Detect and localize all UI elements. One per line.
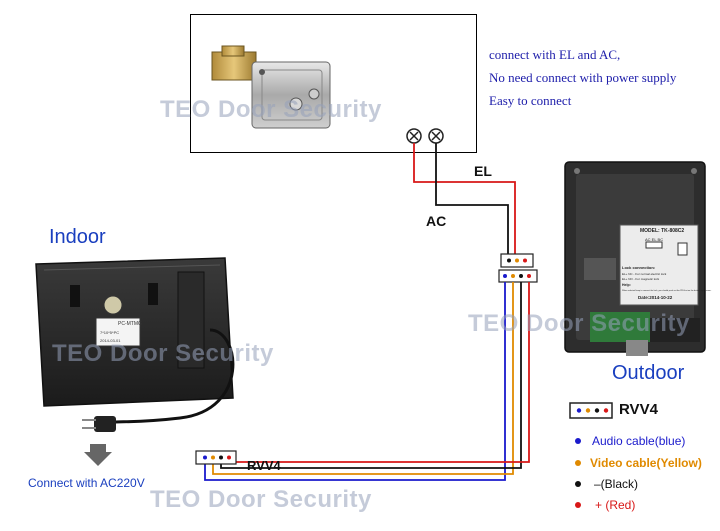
lock-note-1: connect with EL and AC, — [489, 47, 621, 62]
outdoor-plate-help-line: When selected keep to connect the lock, … — [622, 289, 712, 292]
bottom-connector — [195, 450, 237, 465]
legend-dot-black — [575, 481, 581, 487]
middle-connector — [498, 253, 538, 283]
outdoor-plate-lock-title: Lock connection: — [622, 265, 655, 270]
outdoor-plate-date: Date:2014-10-22 — [638, 295, 673, 300]
lock-wires — [413, 143, 516, 254]
arrow-down-icon — [84, 444, 112, 466]
legend-dot-red — [575, 502, 581, 508]
watermark-right: TEO Door Security — [468, 310, 690, 337]
lock-note-3: Easy to connect — [489, 93, 572, 108]
watermark-left: TEO Door Security — [52, 340, 274, 367]
lock-note-2: No need connect with power supply — [489, 70, 677, 85]
legend-title: RVV4 — [619, 401, 658, 418]
lock-panel — [190, 14, 477, 153]
indoor-monitor — [35, 257, 235, 432]
legend-item-red: + (Red) — [595, 498, 636, 512]
legend-dot-blue — [575, 438, 581, 444]
lock-terminal-screws — [406, 128, 444, 144]
outdoor-plate-model: MODEL: TK-808C2 — [640, 228, 684, 234]
rvv4-legend-connector-icon — [569, 402, 613, 419]
outdoor-plate-terminals: AC EL BC — [645, 237, 663, 242]
outdoor-plate-lock-line2: EL+ NO - For magnetic lock — [622, 277, 660, 281]
legend-item-audio: Audio cable(blue) — [592, 434, 686, 448]
watermark-bottom: TEO Door Security — [150, 486, 372, 513]
ac-label: AC — [426, 213, 447, 229]
legend-dot-yellow — [575, 460, 581, 466]
outdoor-plate-help: Help: — [622, 283, 631, 287]
indoor-label: Indoor — [49, 226, 106, 248]
legend-item-video: Video cable(Yellow) — [590, 456, 702, 470]
indoor-plate-line3: 2014-03-01 — [100, 338, 121, 343]
watermark-top: TEO Door Security — [160, 96, 382, 123]
outdoor-label: Outdoor — [612, 362, 685, 384]
indoor-plate-model: PC-MTMG — [118, 321, 142, 327]
indoor-plate-line2: 7*10*5*PC — [100, 330, 119, 335]
rvv4-bottom-label: RVV4 — [247, 458, 281, 473]
legend-dots — [575, 438, 581, 508]
outdoor-plate-lock-line1: EL+ NC - For normal electric lock — [622, 272, 667, 276]
outdoor-unit — [564, 161, 706, 356]
electric-lock — [211, 45, 331, 129]
legend-item-black: –(Black) — [594, 477, 639, 491]
el-label: EL — [474, 163, 492, 179]
connect-ac-label: Connect with AC220V — [28, 476, 145, 490]
